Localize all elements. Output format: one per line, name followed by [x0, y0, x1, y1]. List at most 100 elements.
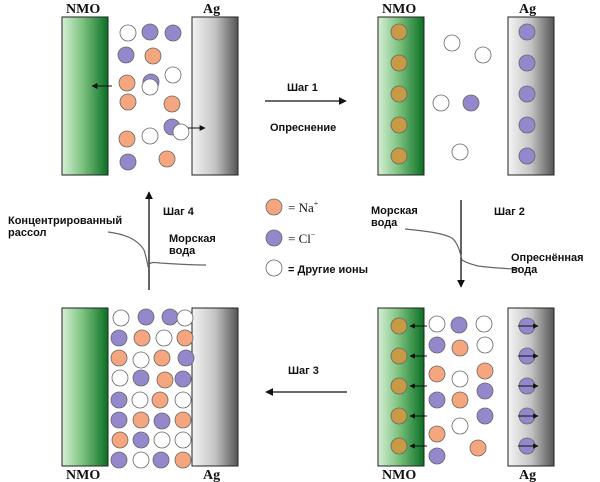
other-ion — [474, 46, 492, 64]
cl-ion — [450, 316, 468, 334]
na-ion — [163, 95, 181, 113]
ag-label: Ag — [203, 2, 220, 17]
other-ion — [428, 315, 446, 333]
cl-ion — [164, 24, 182, 42]
step2-left-label-line1: Морская — [371, 205, 418, 217]
step4-left-label-line2: рассол — [8, 227, 47, 239]
other-ion — [155, 329, 173, 347]
other-ion — [451, 143, 469, 161]
na-ion — [174, 411, 192, 429]
na-ion-intercalated — [390, 437, 408, 455]
cl-ion — [174, 370, 192, 388]
ag-label: Ag — [519, 2, 536, 17]
cl-ion — [518, 147, 536, 165]
cl-ion — [518, 116, 536, 134]
cl-ion — [117, 46, 135, 64]
cl-ion — [177, 349, 195, 367]
cl-ion — [428, 447, 446, 465]
legend-other-swatch — [265, 259, 283, 277]
na-ion — [151, 391, 169, 409]
na-ion-intercalated — [390, 147, 408, 165]
cl-ion — [110, 411, 128, 429]
na-ion — [133, 329, 151, 347]
other-ion — [443, 34, 461, 52]
nmo-label: NMO — [66, 468, 100, 482]
na-ion — [428, 425, 446, 443]
panel-step1: NMO Ag — [377, 2, 555, 176]
na-ion — [176, 329, 194, 347]
panel-step0: NMO Ag — [61, 2, 239, 176]
na-ion-intercalated — [390, 85, 408, 103]
ag-electrode — [191, 16, 239, 176]
cl-ion — [518, 85, 536, 103]
na-ion-intercalated — [390, 116, 408, 134]
cl-ion — [476, 382, 494, 400]
na-ion-intercalated — [390, 377, 408, 395]
na-ion — [144, 47, 162, 65]
na-ion — [156, 371, 174, 389]
legend-na-swatch — [265, 198, 283, 216]
step2-group: Шаг 2 Морская вода Опреснённая вода — [371, 200, 584, 288]
na-ion-intercalated — [390, 54, 408, 72]
legend-na-label: = Na+ — [288, 199, 319, 215]
cl-ion — [132, 431, 150, 449]
na-ion — [451, 391, 469, 409]
na-ion-intercalated — [390, 23, 408, 41]
other-ion — [111, 369, 129, 387]
cl-ion — [110, 391, 128, 409]
panel-step3: NMO Ag — [61, 307, 239, 482]
step4-curve — [107, 231, 207, 268]
step4-group: Шаг 4 Концентрированный рассол Морская в… — [8, 191, 216, 290]
cl-ion — [141, 23, 159, 41]
step3-arrow-group: Шаг 3 — [265, 365, 347, 396]
nmo-electrode — [61, 307, 109, 467]
na-ion — [132, 411, 150, 429]
nmo-electrode — [61, 16, 109, 176]
other-ion — [132, 451, 150, 469]
other-ion — [141, 78, 159, 96]
other-ion — [119, 24, 137, 42]
panel-step2: NMO Ag — [377, 307, 555, 482]
cl-ion — [161, 308, 179, 326]
ag-electrode — [191, 307, 239, 467]
step4-right-label-line2: вода — [169, 245, 196, 257]
cl-ion — [152, 451, 170, 469]
nmo-label: NMO — [66, 2, 100, 17]
other-ion — [475, 315, 493, 333]
step1-caption: Опреснение — [270, 122, 336, 134]
ag-label: Ag — [519, 468, 536, 482]
legend: = Na+ = Cl− = Другие ионы — [265, 198, 368, 277]
other-ion — [451, 417, 469, 435]
na-ion — [428, 365, 446, 383]
step1-label: Шаг 1 — [287, 82, 318, 94]
other-ion — [476, 336, 494, 354]
step2-right-label-line1: Опреснённая — [511, 252, 584, 264]
na-ion — [469, 439, 487, 457]
na-ion — [153, 349, 171, 367]
step4-right-label-line1: Морская — [169, 233, 216, 245]
ag-label: Ag — [203, 468, 220, 482]
step2-left-label-line2: вода — [371, 217, 398, 229]
cl-ion — [476, 407, 494, 425]
other-ion — [172, 123, 190, 141]
other-ion — [432, 94, 450, 112]
legend-cl-label: = Cl− — [288, 230, 316, 246]
cl-ion — [518, 54, 536, 72]
na-ion — [111, 431, 129, 449]
cl-ion — [518, 23, 536, 41]
other-ion — [451, 370, 469, 388]
other-ion — [112, 309, 130, 327]
legend-cl-swatch — [265, 229, 283, 247]
step2-label: Шаг 2 — [494, 206, 525, 218]
na-ion — [451, 339, 469, 357]
na-ion-intercalated — [390, 347, 408, 365]
cl-ion — [428, 391, 446, 409]
step1-arrow-group: Шаг 1 Опреснение — [265, 82, 347, 134]
step4-left-label-line1: Концентрированный — [8, 215, 122, 227]
na-ion-intercalated — [390, 317, 408, 335]
cl-ion — [137, 308, 155, 326]
na-ion — [119, 93, 137, 111]
legend-other-label: = Другие ионы — [288, 264, 368, 276]
other-ion — [174, 431, 192, 449]
